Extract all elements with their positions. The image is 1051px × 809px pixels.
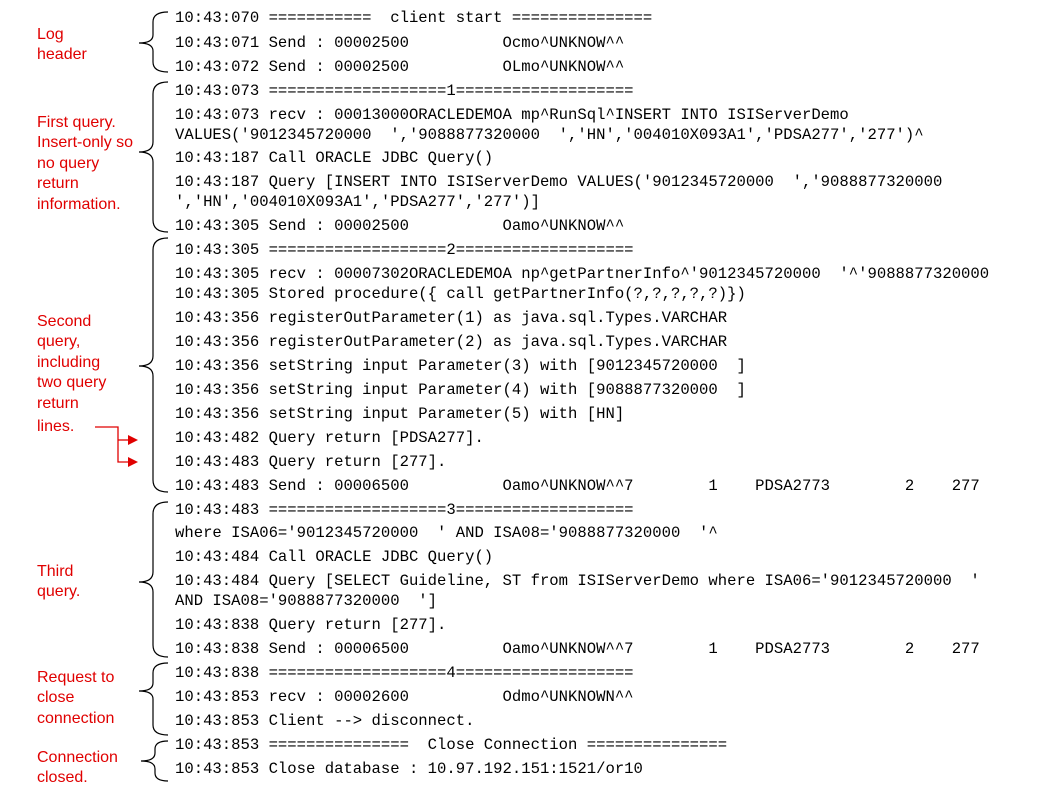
- log-line: 10:43:305 recv : 00007302ORACLEDEMOA np^…: [175, 265, 990, 283]
- log-line: 10:43:483 ===================3==========…: [175, 501, 634, 519]
- annotation-first-query: First query. Insert-only so no query ret…: [37, 113, 133, 215]
- annotation-text: two query: [37, 374, 107, 392]
- annotation-text: Insert-only so: [37, 134, 134, 152]
- log-line: 10:43:483 Query return [277].: [175, 453, 447, 471]
- brace-first-query: [138, 81, 169, 233]
- annotation-text: closed.: [37, 769, 88, 787]
- annotation-text: First query.: [37, 114, 116, 131]
- brace-close-request: [138, 662, 169, 736]
- log-line: 10:43:482 Query return [PDSA277].: [175, 429, 484, 447]
- log-line: 10:43:853 =============== Close Connecti…: [175, 736, 728, 754]
- log-line: 10:43:073 ===================1==========…: [175, 82, 634, 100]
- brace-second-query: [138, 237, 169, 493]
- log-line: 10:43:305 Send : 00002500 Oamo^UNKNOW^^: [175, 217, 625, 235]
- log-line: 10:43:305 ===================2==========…: [175, 241, 634, 259]
- log-line: 10:43:483 Send : 00006500 Oamo^UNKNOW^^7…: [175, 477, 980, 495]
- log-line: 10:43:071 Send : 00002500 Ocmo^UNKNOW^^: [175, 34, 625, 52]
- log-line: 10:43:484 Query [SELECT Guideline, ST fr…: [175, 572, 980, 590]
- log-line: 10:43:356 setString input Parameter(4) w…: [175, 381, 746, 399]
- annotation-text: including: [37, 353, 101, 371]
- annotation-text: return: [37, 394, 79, 412]
- log-line: 10:43:070 =========== client start =====…: [175, 9, 653, 27]
- brace-third-query: [138, 501, 169, 658]
- log-line: 10:43:356 registerOutParameter(2) as jav…: [175, 333, 728, 351]
- log-line: 10:43:484 Call ORACLE JDBC Query(): [175, 548, 494, 566]
- annotation-second-query: Second query, including two query return…: [37, 312, 106, 437]
- log-line: 10:43:187 Query [INSERT INTO ISIServerDe…: [175, 173, 943, 191]
- log-line: 10:43:356 registerOutParameter(1) as jav…: [175, 309, 728, 327]
- annotation-text: Request to: [37, 669, 115, 686]
- annotation-text: query,: [37, 333, 81, 351]
- annotation-text: lines.: [37, 418, 75, 436]
- log-line: AND ISA08='9088877320000 ']: [175, 592, 438, 610]
- brace-connection-closed: [140, 740, 169, 782]
- return-lines-arrows: [95, 426, 128, 463]
- log-line: 10:43:356 setString input Parameter(3) w…: [175, 357, 746, 375]
- arrow-head-icon: [128, 435, 138, 445]
- log-line: 10:43:853 Close database : 10.97.192.151…: [175, 760, 643, 778]
- annotation-text: Third: [37, 563, 74, 580]
- log-line: 10:43:072 Send : 00002500 OLmo^UNKNOW^^: [175, 58, 625, 76]
- annotation-text: information.: [37, 195, 121, 213]
- log-line: 10:43:838 ===================4==========…: [175, 664, 634, 682]
- brace-log-header: [138, 11, 169, 73]
- annotation-text: Second: [37, 313, 92, 330]
- arrow-heads: [128, 435, 138, 467]
- log-line: 10:43:853 Client --> disconnect.: [175, 712, 475, 730]
- log-line: 10:43:073 recv : 00013000ORACLEDEMOA mp^…: [175, 106, 849, 124]
- annotation-text: no query: [37, 154, 100, 172]
- log-line: 10:43:305 Stored procedure({ call getPar…: [175, 285, 746, 303]
- annotation-close-request: Request to close connection: [37, 668, 114, 725]
- annotation-text: Log: [37, 26, 64, 43]
- log-line: VALUES('9012345720000 ','9088877320000 '…: [175, 126, 924, 144]
- log-line: 10:43:853 recv : 00002600 Odmo^UNKNOWN^^: [175, 688, 634, 706]
- annotation-text: close: [37, 689, 75, 707]
- annotation-log-header: Log header: [37, 25, 87, 66]
- log-line: where ISA06='9012345720000 ' AND ISA08='…: [175, 524, 718, 542]
- annotation-third-query: Third query.: [37, 562, 80, 603]
- annotation-text: header: [37, 46, 87, 64]
- log-line: 10:43:838 Query return [277].: [175, 616, 447, 634]
- log-line: 10:43:356 setString input Parameter(5) w…: [175, 405, 625, 423]
- arrow-head-icon: [128, 457, 138, 467]
- annotation-connection-closed: Connection closed.: [37, 748, 118, 789]
- log-line: ','HN','004010X093A1','PDSA277','277')]: [175, 193, 540, 211]
- log-line: 10:43:187 Call ORACLE JDBC Query(): [175, 149, 494, 167]
- annotation-text: connection: [37, 709, 115, 725]
- brace-group: [138, 11, 169, 782]
- log-line: 10:43:838 Send : 00006500 Oamo^UNKNOW^^7…: [175, 640, 980, 658]
- annotation-text: return: [37, 175, 79, 193]
- annotation-text: Connection: [37, 749, 118, 766]
- annotation-text: query.: [37, 583, 81, 601]
